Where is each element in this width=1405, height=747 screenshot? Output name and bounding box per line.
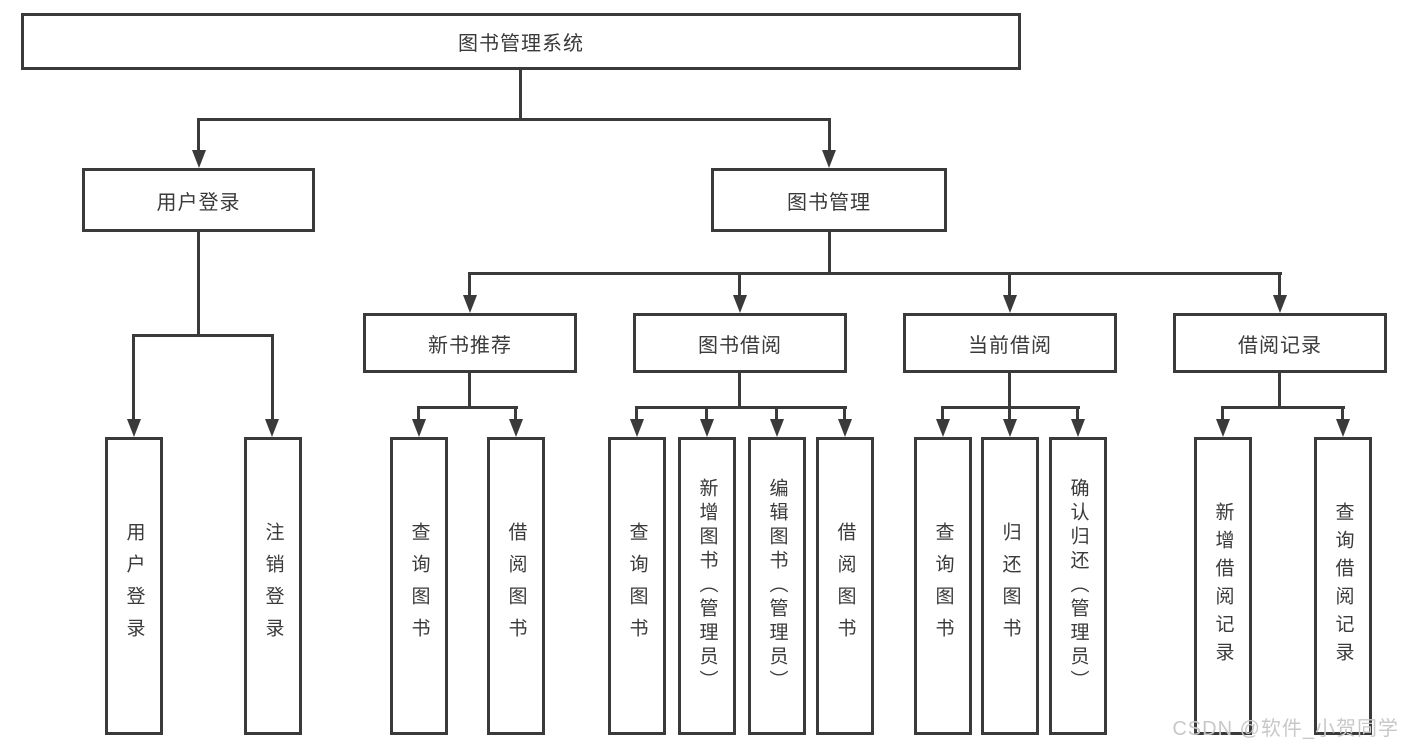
connector-line — [271, 334, 274, 419]
arrow-down-icon — [265, 419, 279, 437]
connector-line — [828, 118, 831, 152]
branch-node-book-management: 图书管理 — [711, 168, 947, 232]
leaf-node-label: 借阅图书 — [505, 522, 527, 650]
arrow-down-icon — [1003, 295, 1017, 313]
connector-line — [197, 118, 831, 121]
arrow-down-icon — [733, 295, 747, 313]
connector-line — [468, 272, 1282, 275]
arrow-down-icon — [1216, 419, 1230, 437]
arrow-down-icon — [770, 419, 784, 437]
leaf-node-label: 借阅图书 — [834, 522, 856, 650]
connector-line — [197, 118, 200, 152]
arrow-down-icon — [463, 295, 477, 313]
branch-node-label: 用户登录 — [156, 191, 241, 214]
connector-line — [468, 373, 471, 406]
arrow-down-icon — [700, 419, 714, 437]
group-node-new-book-recommend: 新书推荐 — [363, 313, 577, 373]
arrow-down-icon — [1003, 419, 1017, 437]
connector-line — [1278, 373, 1281, 406]
connector-line — [468, 272, 471, 296]
group-node-book-borrow: 图书借阅 — [633, 313, 847, 373]
group-node-label: 借阅记录 — [1238, 334, 1322, 357]
group-node-label: 新书推荐 — [428, 334, 512, 357]
group-node-label: 当前借阅 — [968, 334, 1052, 357]
group-node-current-borrow: 当前借阅 — [903, 313, 1117, 373]
leaf-node-label: 查询借阅记录 — [1332, 502, 1354, 670]
root-node-library-management-system: 图书管理系统 — [21, 13, 1021, 70]
arrow-down-icon — [1273, 295, 1287, 313]
leaf-node-label: 归还图书 — [999, 522, 1021, 650]
arrow-down-icon — [936, 419, 950, 437]
root-node-label: 图书管理系统 — [458, 33, 584, 55]
connector-line — [519, 70, 522, 118]
arrow-down-icon — [192, 150, 206, 168]
connector-line — [417, 406, 420, 421]
leaf-node-label: 用户登录 — [123, 522, 145, 650]
leaf-node-label: 新增借阅记录 — [1212, 502, 1234, 670]
leaf-node-borrow-books-recommend: 借阅图书 — [487, 437, 545, 735]
arrow-down-icon — [838, 419, 852, 437]
connector-line — [738, 272, 741, 296]
connector-line — [197, 232, 200, 334]
arrow-down-icon — [1336, 419, 1350, 437]
connector-line — [1008, 406, 1011, 421]
connector-line — [941, 406, 944, 421]
connector-line — [1221, 406, 1224, 421]
connector-line — [828, 232, 831, 272]
arrow-down-icon — [1071, 419, 1085, 437]
connector-line — [1278, 272, 1281, 296]
leaf-node-logout: 注销登录 — [244, 437, 302, 735]
leaf-node-edit-book-admin: 编辑图书（管理员） — [748, 437, 806, 735]
leaf-node-label: 新增图书（管理员） — [696, 478, 718, 694]
connector-line — [1008, 373, 1011, 406]
branch-node-label: 图书管理 — [787, 191, 871, 214]
connector-line — [635, 406, 847, 409]
connector-line — [1076, 406, 1079, 421]
leaf-node-label: 确认归还（管理员） — [1067, 478, 1089, 694]
connector-line — [775, 406, 778, 421]
leaf-node-return-book: 归还图书 — [981, 437, 1039, 735]
connector-line — [635, 406, 638, 421]
leaf-node-add-book-admin: 新增图书（管理员） — [678, 437, 736, 735]
leaf-node-confirm-return-admin: 确认归还（管理员） — [1049, 437, 1107, 735]
leaf-node-query-books-borrow: 查询图书 — [608, 437, 666, 735]
arrow-down-icon — [412, 419, 426, 437]
watermark: CSDN @软件_小贺同学 — [1172, 718, 1399, 740]
connector-line — [738, 373, 741, 406]
connector-line — [132, 334, 274, 337]
leaf-node-add-borrow-record: 新增借阅记录 — [1194, 437, 1252, 735]
leaf-node-borrow-book: 借阅图书 — [816, 437, 874, 735]
leaf-node-label: 编辑图书（管理员） — [766, 478, 788, 694]
connector-line — [705, 406, 708, 421]
leaf-node-label: 查询图书 — [408, 522, 430, 650]
connector-line — [417, 406, 518, 409]
connector-line — [514, 406, 517, 421]
arrow-down-icon — [630, 419, 644, 437]
connector-line — [132, 334, 135, 419]
connector-line — [1341, 406, 1344, 421]
leaf-node-label: 查询图书 — [626, 522, 648, 650]
arrow-down-icon — [127, 419, 141, 437]
connector-line — [843, 406, 846, 421]
arrow-down-icon — [509, 419, 523, 437]
leaf-node-label: 查询图书 — [932, 522, 954, 650]
leaf-node-query-books-current: 查询图书 — [914, 437, 972, 735]
leaf-node-user-login: 用户登录 — [105, 437, 163, 735]
connector-line — [1221, 406, 1345, 409]
leaf-node-label: 注销登录 — [262, 522, 284, 650]
arrow-down-icon — [822, 150, 836, 168]
leaf-node-query-borrow-record: 查询借阅记录 — [1314, 437, 1372, 735]
connector-line — [1008, 272, 1011, 296]
group-node-label: 图书借阅 — [698, 334, 782, 357]
branch-node-user-login: 用户登录 — [82, 168, 315, 232]
group-node-borrow-record: 借阅记录 — [1173, 313, 1387, 373]
leaf-node-query-books-recommend: 查询图书 — [390, 437, 448, 735]
